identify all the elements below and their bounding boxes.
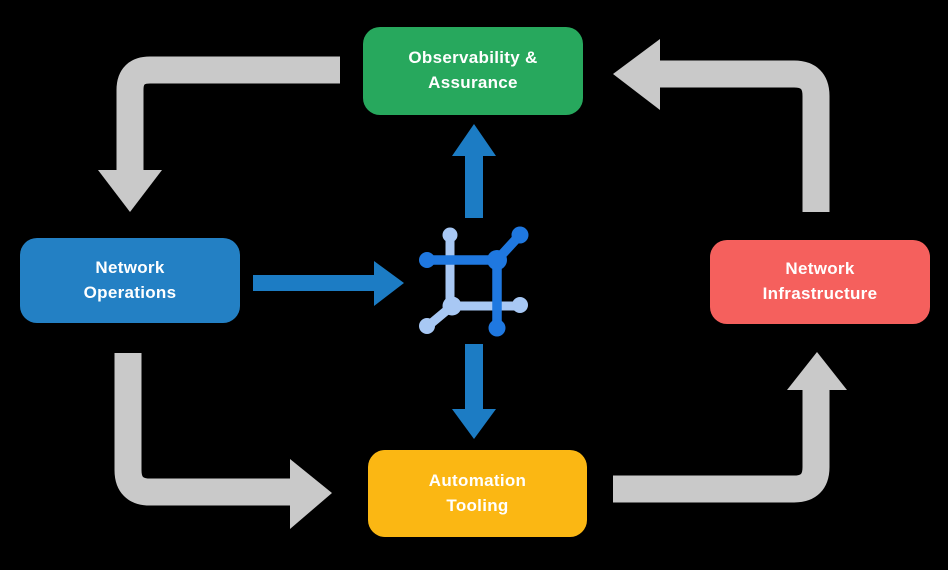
node-automation-tooling: Automation Tooling — [368, 450, 587, 537]
node-automation-label-line2: Tooling — [446, 495, 509, 515]
cycle-arrow-bottom-left-head — [290, 459, 332, 529]
node-observability-assurance: Observability & Assurance — [363, 27, 583, 115]
node-operations-label-line1: Network — [95, 257, 165, 277]
flow-arrows — [253, 124, 496, 439]
cycle-arrows — [98, 39, 847, 529]
flow-arrow-right-head — [374, 261, 404, 306]
cycle-arrow-top-left-shaft — [116, 56, 340, 172]
network-mesh-icon — [419, 226, 529, 337]
cycle-arrow-top-right-shaft — [658, 60, 830, 212]
node-observability-label-line1: Observability & — [408, 48, 538, 68]
node-automation-label-line1: Automation — [428, 470, 527, 490]
flow-arrow-down-head — [452, 409, 496, 439]
cycle-arrow-top-right-head — [613, 39, 660, 110]
node-infrastructure-label-line2: Infrastructure — [762, 284, 878, 303]
network-mesh-icon-light-nodes — [419, 227, 528, 334]
cycle-arrow-bottom-left-shaft — [114, 353, 290, 506]
node-network-infrastructure: Network Infrastructure — [710, 240, 930, 324]
cycle-arrow-top-left-head — [98, 170, 162, 212]
node-network-operations: Network Operations — [20, 238, 240, 323]
flow-arrow-up-head — [452, 124, 496, 156]
node-observability-label-line2: Assurance — [428, 73, 518, 92]
cycle-arrow-bottom-right-shaft — [613, 390, 830, 503]
node-operations-label-line2: Operations — [83, 282, 177, 302]
network-mesh-icon-dark-nodes — [419, 226, 529, 337]
cycle-arrow-bottom-right-head — [787, 352, 847, 390]
node-infrastructure-label-line1: Network — [785, 259, 855, 279]
